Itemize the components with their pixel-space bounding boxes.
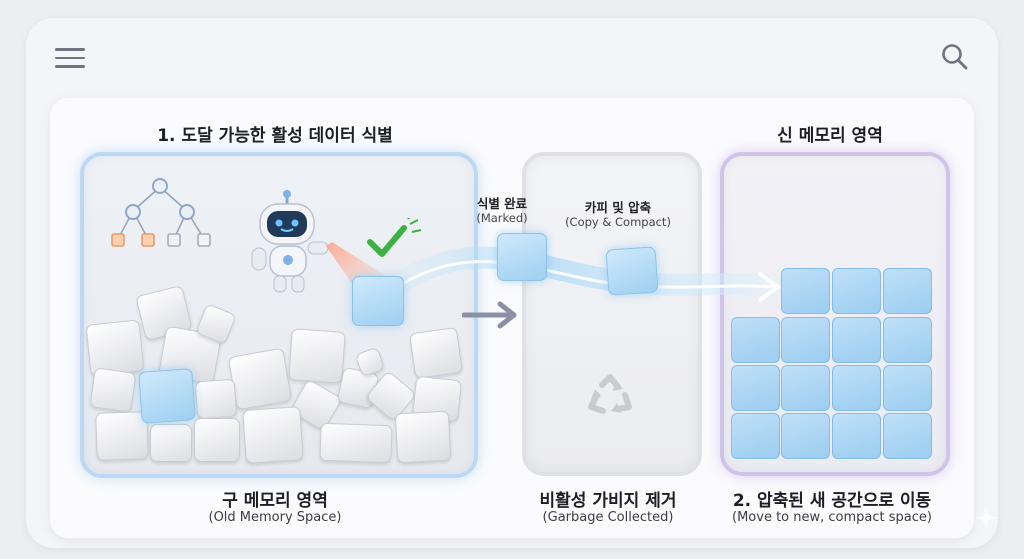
- garbage-block: [227, 347, 293, 411]
- copy-label: 카피 및 압축: [584, 200, 652, 215]
- garbage-sublabel: (Garbage Collected): [542, 510, 674, 525]
- old-space-label: 구 메모리 영역: [222, 491, 328, 511]
- garbage-block: [288, 328, 346, 384]
- garbage-block: [85, 319, 145, 377]
- step1-title: 1. 도달 가능한 활성 데이터 식별: [157, 126, 393, 146]
- sparkle-icon: [975, 507, 997, 529]
- garbage-block: [242, 406, 304, 464]
- garbage-block: [319, 422, 393, 464]
- live-block-old: [138, 368, 196, 424]
- recycle-icon: [588, 374, 632, 414]
- old-space-sublabel: (Old Memory Space): [208, 510, 342, 525]
- move-label: 2. 압축된 새 공간으로 이동: [732, 491, 932, 511]
- copy-sublabel: (Copy & Compact): [565, 215, 671, 229]
- live-block-copying: [605, 246, 659, 296]
- garbage-block: [409, 326, 463, 380]
- garbage-block: [394, 410, 452, 464]
- garbage-label: 비활성 가비지 제거: [539, 491, 677, 511]
- garbage-panel: [522, 152, 702, 476]
- live-block-marked: [497, 233, 547, 281]
- robot-icon: [251, 190, 329, 293]
- move-sublabel: (Move to new, compact space): [732, 510, 932, 525]
- search-icon[interactable]: [940, 42, 970, 72]
- garbage-block: [194, 418, 240, 462]
- new-space-title: 신 메모리 영역: [777, 126, 883, 146]
- garbage-block: [150, 424, 192, 462]
- arrow-right-icon: [462, 301, 517, 329]
- checkmark-icon: [367, 218, 422, 257]
- garbage-block: [194, 378, 238, 420]
- copy-stream: [390, 246, 786, 302]
- tree-graph-icon: [111, 178, 211, 247]
- hamburger-menu-icon[interactable]: [55, 44, 85, 68]
- marked-label: 식별 완료: [476, 196, 528, 211]
- live-block-scanned: [352, 276, 404, 326]
- marked-sublabel: (Marked): [476, 211, 528, 225]
- garbage-block: [89, 367, 137, 413]
